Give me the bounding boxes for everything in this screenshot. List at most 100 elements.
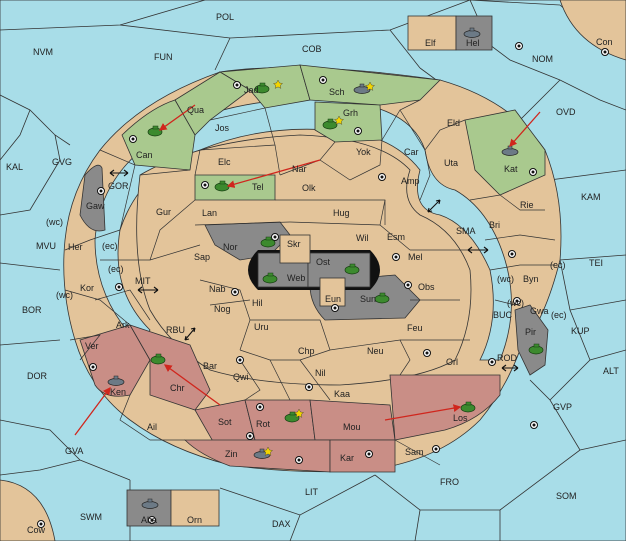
- label-con: Con: [596, 37, 613, 47]
- army-unit-icon[interactable]: [254, 82, 270, 94]
- label-lit: LIT: [305, 487, 319, 497]
- label-ail: Ail: [147, 422, 157, 432]
- label-qua: Qua: [187, 105, 204, 115]
- label-kar: Kar: [340, 453, 354, 463]
- supply-center: [129, 135, 137, 143]
- label-kat: Kat: [504, 164, 518, 174]
- map-labels: POL NVM FUN COB NOM Con OVD Elf Hel KAL …: [6, 12, 619, 535]
- label-obs: Obs: [418, 282, 435, 292]
- label-hug: Hug: [333, 208, 350, 218]
- territory-skr[interactable]: [279, 234, 311, 264]
- label-mvu: MVU: [36, 241, 56, 251]
- label-gwa-ec: (ec): [551, 310, 567, 320]
- supply-center: [365, 450, 373, 458]
- army-unit-icon[interactable]: [147, 125, 163, 137]
- label-ark: Ark: [116, 320, 130, 330]
- supply-center: [271, 233, 279, 241]
- territory-orn[interactable]: [170, 489, 220, 527]
- order-arrow: [163, 364, 221, 406]
- label-bri: Bri: [489, 220, 500, 230]
- army-unit-icon[interactable]: [322, 118, 338, 130]
- crossing-markers: [109, 169, 519, 372]
- territory-grh[interactable]: [314, 101, 383, 143]
- label-gwa: Gwa: [530, 306, 549, 316]
- label-pol: POL: [216, 12, 234, 22]
- label-cob: COB: [302, 44, 322, 54]
- army-unit-icon[interactable]: [374, 292, 390, 304]
- supply-center: [488, 358, 496, 366]
- label-byn: Byn: [523, 274, 539, 284]
- army-unit-icon[interactable]: [260, 236, 276, 248]
- supply-center: [319, 76, 327, 84]
- label-rbu: RBU: [166, 325, 185, 335]
- label-skr: Skr: [287, 239, 301, 249]
- army-unit-icon[interactable]: [284, 411, 300, 423]
- fleet-unit-icon[interactable]: [107, 375, 125, 386]
- territory-los[interactable]: [389, 374, 501, 441]
- star-marker-icon: [273, 79, 283, 89]
- label-esm: Esm: [387, 232, 405, 242]
- label-grh: Grh: [343, 108, 358, 118]
- supply-center: [515, 42, 523, 50]
- label-her-ec: (ec): [102, 241, 118, 251]
- label-olk: Olk: [302, 183, 316, 193]
- label-nom: NOM: [532, 54, 553, 64]
- order-arrow: [509, 111, 541, 147]
- supply-center: [404, 281, 412, 289]
- label-kaa: Kaa: [334, 389, 350, 399]
- territory-mou[interactable]: [309, 399, 396, 441]
- label-feu: Feu: [407, 323, 423, 333]
- label-swm: SWM: [80, 512, 102, 522]
- label-sot: Sot: [218, 417, 232, 427]
- supply-center: [354, 127, 362, 135]
- label-wil: Wil: [356, 233, 369, 243]
- fleet-unit-icon[interactable]: [501, 145, 519, 156]
- label-alt: ALT: [603, 366, 619, 376]
- label-rot: Rot: [256, 419, 271, 429]
- order-arrow: [158, 104, 196, 131]
- label-bar: Bar: [203, 361, 217, 371]
- label-pir: Pir: [525, 327, 536, 337]
- territory-elf[interactable]: [407, 15, 457, 51]
- label-hil: Hil: [252, 298, 263, 308]
- label-mel: Mel: [408, 252, 423, 262]
- label-chp: Chp: [298, 346, 315, 356]
- label-jos: Jos: [215, 123, 230, 133]
- supply-center: [37, 520, 45, 528]
- army-unit-icon[interactable]: [214, 180, 230, 192]
- label-dor: DOR: [27, 371, 48, 381]
- label-orl: Orl: [446, 357, 458, 367]
- fleet-unit-icon[interactable]: [463, 27, 481, 38]
- army-unit-icon[interactable]: [344, 263, 360, 275]
- army-unit-icon[interactable]: [528, 343, 544, 355]
- label-mou: Mou: [343, 422, 361, 432]
- label-rod: ROD: [497, 353, 518, 363]
- fleet-unit-icon[interactable]: [353, 83, 371, 94]
- star-marker-icon: [263, 446, 273, 456]
- army-unit-icon[interactable]: [262, 272, 278, 284]
- supply-centers: [37, 42, 609, 528]
- fleet-unit-icon[interactable]: [141, 498, 159, 509]
- label-kal: KAL: [6, 162, 23, 172]
- label-kor-ec: (ec): [108, 264, 124, 274]
- label-web: Web: [287, 273, 305, 283]
- territory-ken[interactable]: [79, 324, 151, 397]
- territory-kar[interactable]: [329, 439, 396, 473]
- supply-center: [246, 432, 254, 440]
- supply-center: [115, 283, 123, 291]
- label-ken: Ken: [110, 387, 126, 397]
- supply-center: [513, 297, 521, 305]
- label-ver: Ver: [85, 341, 99, 351]
- label-los: Los: [453, 413, 468, 423]
- star-marker-icon: [294, 408, 304, 418]
- label-gvg: GVG: [52, 157, 72, 167]
- territory-gaw[interactable]: [79, 164, 106, 232]
- label-neu: Neu: [367, 346, 384, 356]
- label-nog: Nog: [214, 304, 231, 314]
- supply-center: [295, 456, 303, 464]
- label-kam: KAM: [581, 192, 601, 202]
- territory-pir[interactable]: [514, 304, 549, 376]
- army-unit-icon[interactable]: [150, 353, 166, 365]
- label-nab: Nab: [209, 284, 226, 294]
